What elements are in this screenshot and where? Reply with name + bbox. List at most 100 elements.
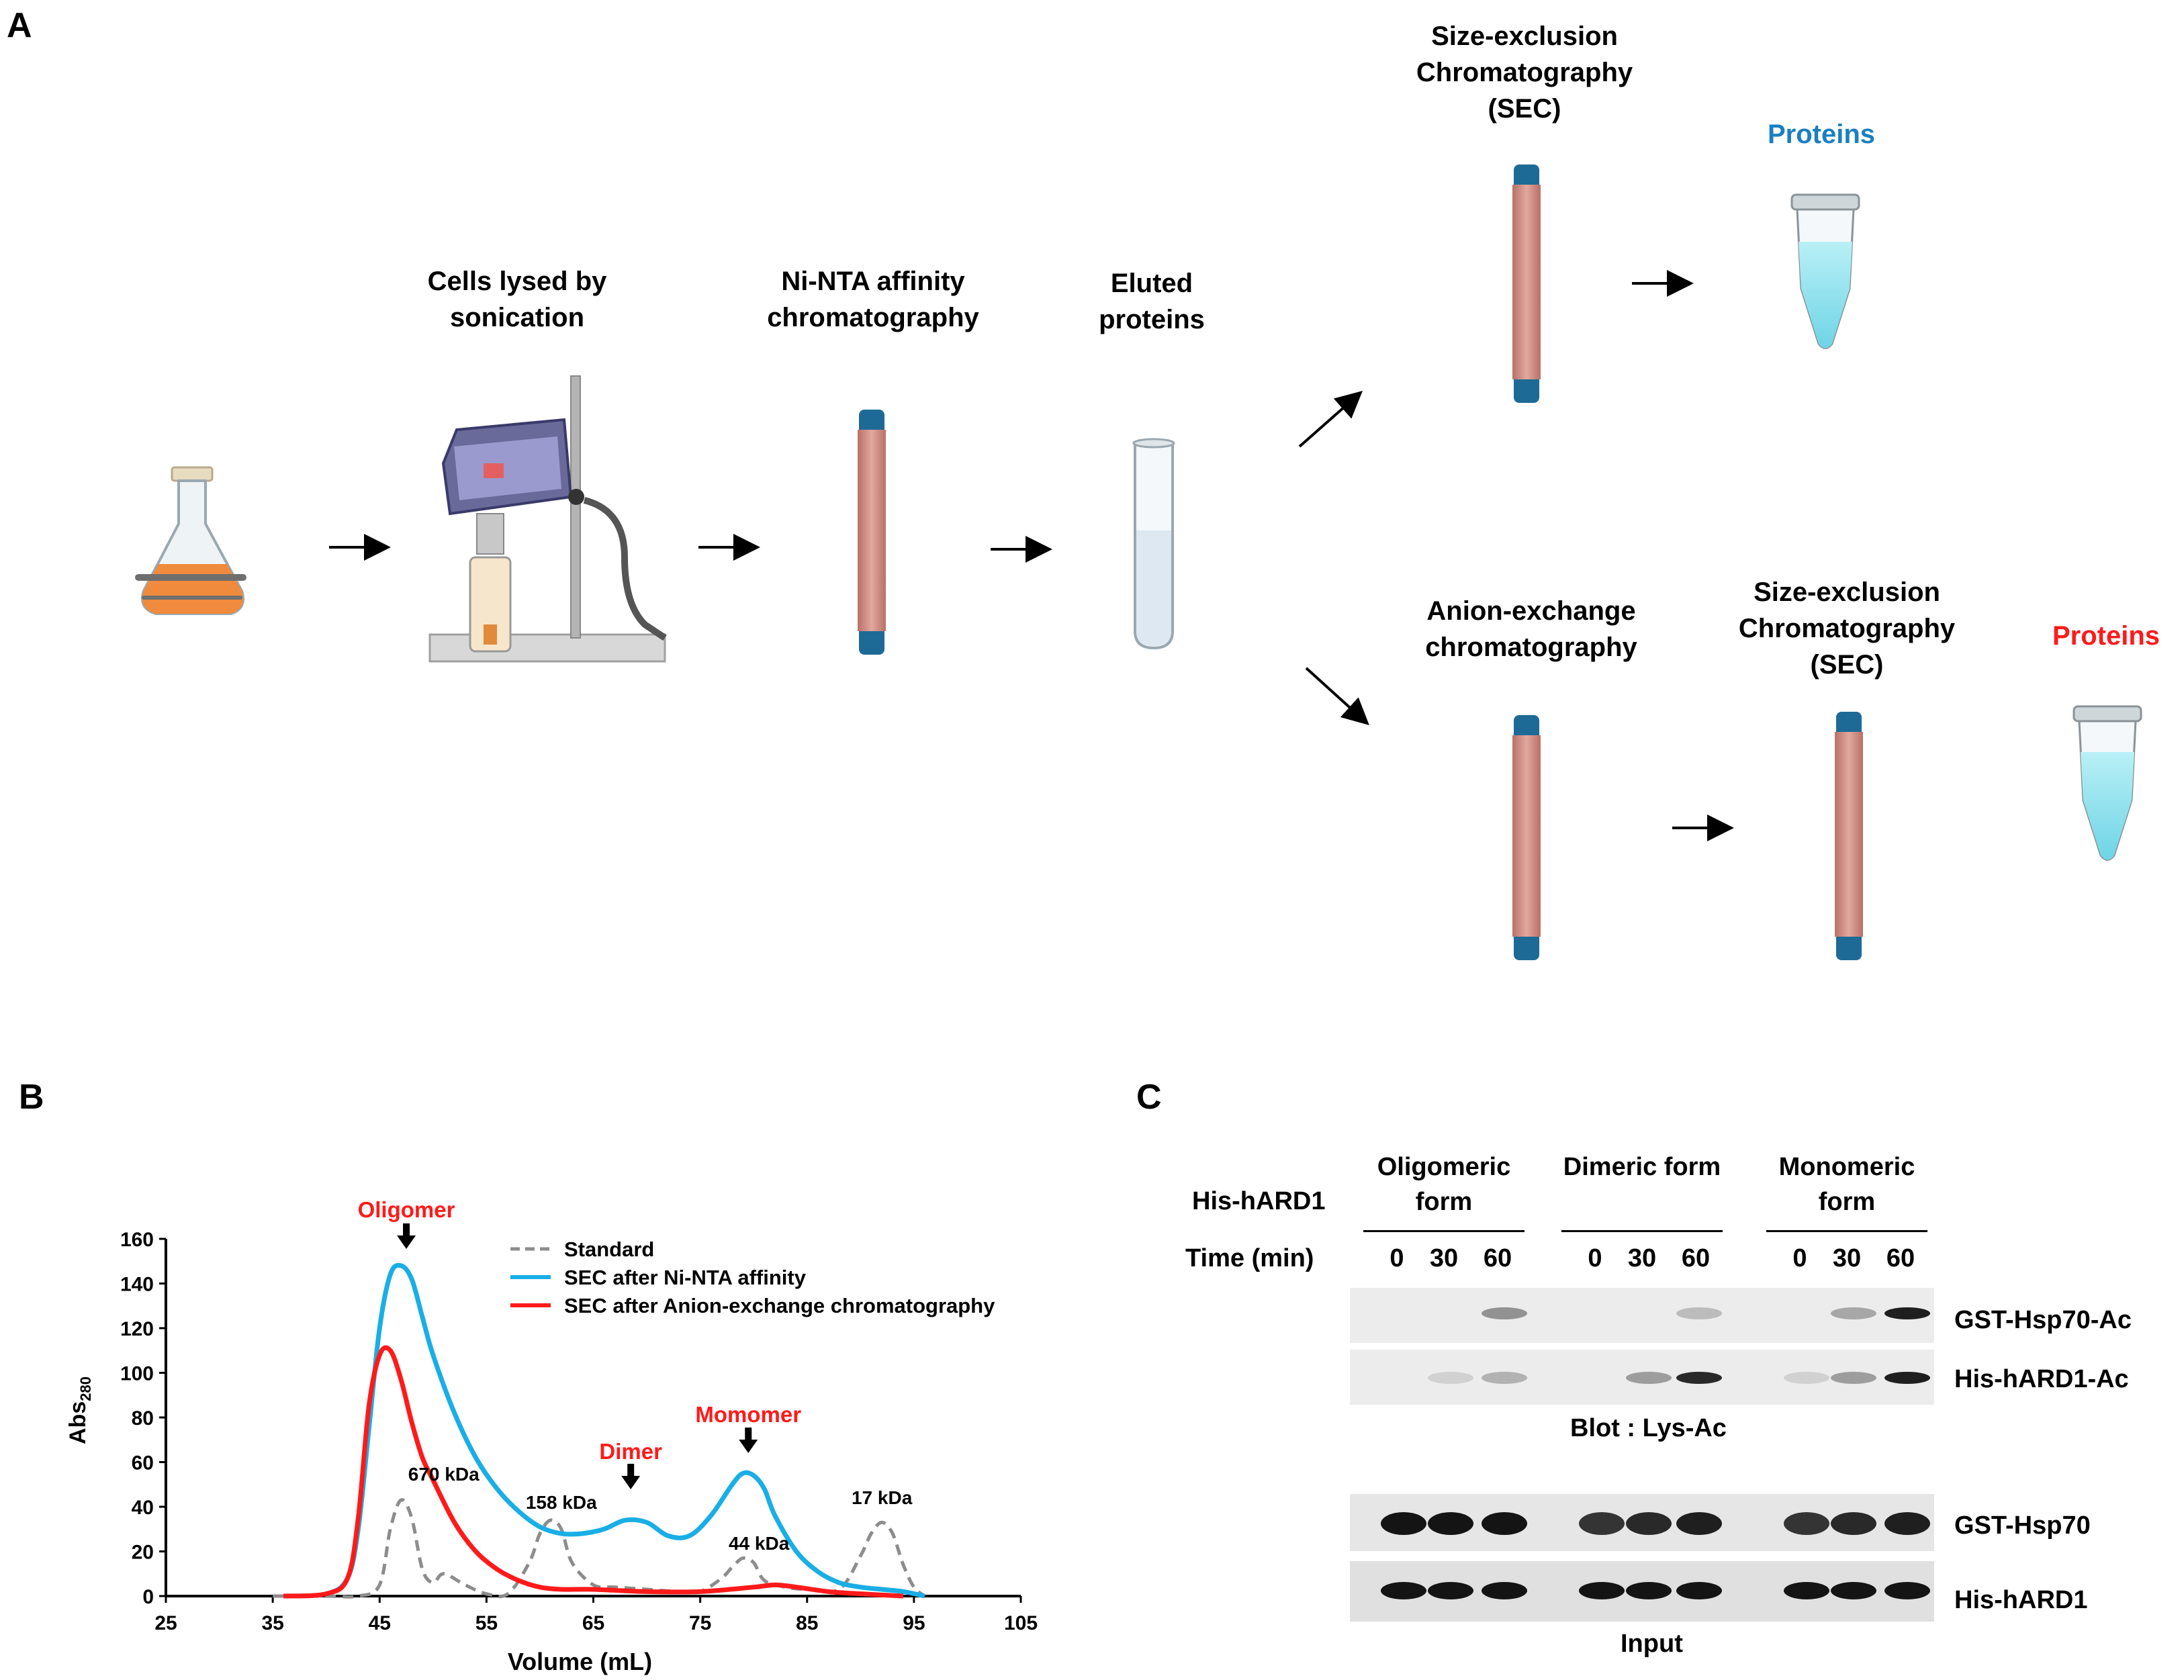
band-blot-4-7 <box>1831 1582 1876 1599</box>
x-tick-label: 45 <box>369 1612 391 1634</box>
panel-b-letter: B <box>19 1078 44 1117</box>
group-underline-0 <box>1363 1230 1525 1232</box>
kda-158-label: 158 kDa <box>526 1492 597 1513</box>
group-underline-1 <box>1561 1230 1723 1232</box>
x-tick-label: 75 <box>689 1612 711 1634</box>
band-blot-2-4 <box>1626 1372 1672 1384</box>
group-header-2: Monomeric form <box>1778 1153 1915 1216</box>
ni-nta-column-icon <box>858 410 886 655</box>
band-blot-3-4 <box>1626 1512 1672 1535</box>
band-blot-4-4 <box>1626 1582 1672 1599</box>
x-tick-label: 105 <box>1004 1612 1038 1634</box>
proteins-top-label: Proteins <box>1768 120 1876 149</box>
label-sec-top: Size-exclusion Chromatography (SEC) <box>1416 21 1633 124</box>
y-tick-label: 120 <box>120 1318 154 1340</box>
x-tick-label: 65 <box>582 1612 604 1634</box>
panel-c-letter: C <box>1136 1078 1162 1117</box>
oligomer-label: Oligomer <box>358 1197 455 1222</box>
y-tick-label: 20 <box>132 1542 154 1564</box>
his-hard1-header: His-hARD1 <box>1192 1187 1326 1215</box>
eppendorf-tube-top-icon <box>1790 193 1860 349</box>
label-anion-exchange: Anion-exchange chromatography <box>1425 596 1637 662</box>
time-label-2-0: 0 <box>1792 1244 1807 1272</box>
y-tick-label: 60 <box>132 1452 154 1475</box>
test-tube-icon <box>1132 438 1175 650</box>
kda-17-label: 17 kDa <box>852 1487 913 1508</box>
label-gst-hsp70-ac: GST-Hsp70-Ac <box>1954 1306 2132 1334</box>
band-blot-2-2 <box>1482 1372 1527 1384</box>
arrow-up <box>1298 391 1363 448</box>
blot-his-hard1 <box>1350 1561 1934 1622</box>
time-label-0-2: 60 <box>1483 1244 1512 1272</box>
y-tick-label: 40 <box>132 1497 154 1519</box>
band-blot-3-3 <box>1579 1512 1625 1535</box>
band-blot-1-2 <box>1482 1307 1527 1319</box>
band-blot-3-6 <box>1784 1512 1829 1535</box>
label-his-hard1: His-hARD1 <box>1954 1586 2088 1614</box>
label-gst-hsp70: GST-Hsp70 <box>1954 1511 2091 1540</box>
sonicator-icon <box>428 375 667 663</box>
band-blot-4-6 <box>1784 1582 1829 1599</box>
time-min-label: Time (min) <box>1185 1244 1314 1272</box>
input-label: Input <box>1621 1630 1683 1658</box>
dimer-arrow <box>621 1464 641 1489</box>
label-eluted: Eluted proteins <box>1099 269 1205 334</box>
sec-column-bottom-icon <box>1835 712 1863 960</box>
band-blot-1-7 <box>1831 1307 1876 1319</box>
blot-gst-hsp70 <box>1350 1494 1934 1551</box>
band-blot-4-8 <box>1884 1582 1930 1599</box>
legend-label-1: SEC after Ni-NTA affinity <box>564 1266 807 1289</box>
series-line-1 <box>283 1262 925 1599</box>
time-label-0-0: 0 <box>1390 1244 1404 1272</box>
anion-column-icon <box>1512 715 1541 960</box>
group-header-1: Dimeric form <box>1563 1153 1721 1181</box>
proteins-bottom-label: Proteins <box>2052 621 2160 651</box>
y-axis-title: Abs280 <box>65 1376 94 1444</box>
kda-670-label: 670 kDa <box>408 1464 480 1485</box>
band-blot-2-8 <box>1884 1372 1930 1384</box>
band-blot-1-5 <box>1676 1307 1722 1319</box>
band-blot-3-8 <box>1884 1512 1930 1535</box>
y-tick-label: 140 <box>120 1274 154 1296</box>
band-blot-1-8 <box>1884 1307 1930 1319</box>
label-ni-nta: Ni-NTA affinity chromatography <box>767 267 979 332</box>
group-underline-2 <box>1766 1230 1927 1232</box>
x-tick-label: 55 <box>475 1612 498 1634</box>
band-blot-3-5 <box>1676 1512 1722 1535</box>
y-tick-label: 0 <box>142 1586 154 1608</box>
legend-label-2: SEC after Anion-exchange chromatography <box>564 1294 995 1317</box>
x-tick-label: 85 <box>796 1612 818 1634</box>
sec-column-top-icon <box>1512 165 1541 403</box>
band-blot-3-7 <box>1831 1512 1876 1535</box>
band-blot-4-0 <box>1381 1582 1426 1599</box>
group-header-0: Oligomeric form <box>1377 1153 1511 1216</box>
flask-icon <box>135 466 246 615</box>
y-tick-label: 100 <box>120 1363 154 1385</box>
time-label-2-2: 60 <box>1886 1244 1915 1272</box>
band-blot-2-5 <box>1676 1372 1722 1384</box>
kda-44-label: 44 kDa <box>729 1533 790 1554</box>
oligomer-arrow <box>397 1223 416 1249</box>
panel-a-letter: A <box>7 6 32 45</box>
band-blot-4-3 <box>1579 1582 1625 1599</box>
band-blot-2-1 <box>1428 1372 1473 1384</box>
band-blot-4-5 <box>1676 1582 1722 1599</box>
monomer-label: Momomer <box>695 1402 801 1427</box>
band-blot-4-2 <box>1482 1582 1527 1599</box>
time-label-1-1: 30 <box>1627 1244 1657 1272</box>
workflow-diagram <box>135 165 2142 960</box>
band-blot-3-0 <box>1381 1512 1426 1535</box>
time-label-1-0: 0 <box>1588 1244 1602 1272</box>
band-blot-3-2 <box>1482 1512 1527 1535</box>
label-sec-bottom: Size-exclusion Chromatography (SEC) <box>1738 577 1956 680</box>
dimer-label: Dimer <box>599 1439 662 1464</box>
time-label-0-1: 30 <box>1429 1244 1459 1272</box>
band-blot-3-1 <box>1428 1512 1473 1535</box>
x-tick-label: 95 <box>903 1612 925 1634</box>
series-line-2 <box>283 1345 904 1599</box>
band-blot-4-1 <box>1428 1582 1473 1599</box>
series-line-0 <box>273 1498 926 1599</box>
legend-label-0: Standard <box>564 1238 654 1261</box>
band-blot-2-6 <box>1784 1372 1829 1384</box>
